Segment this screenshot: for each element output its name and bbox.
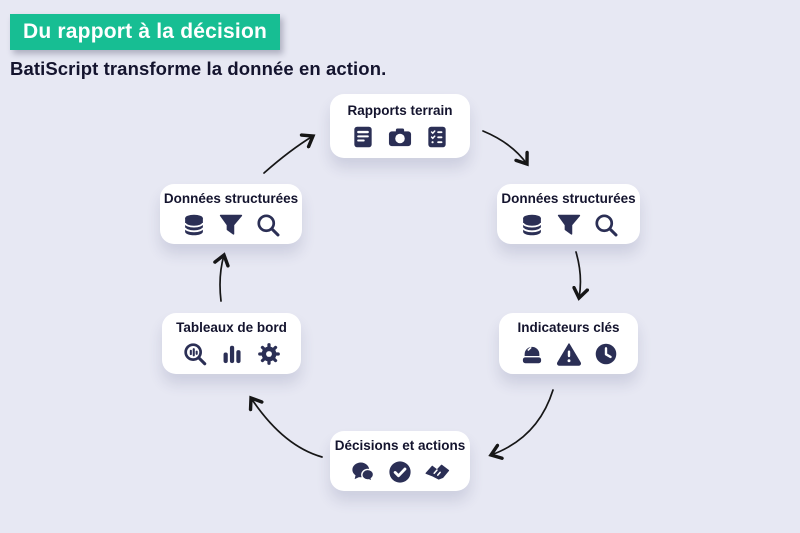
node-label: Indicateurs clés: [517, 320, 620, 335]
report-icon: [354, 126, 372, 147]
node-donnees-structurees-1: Données structurées: [497, 184, 640, 244]
icon-row: [519, 341, 619, 367]
arrow-right-to-bottom: [488, 389, 554, 460]
clock-icon: [595, 343, 616, 365]
icon-row: [182, 341, 282, 367]
handshake-icon: [425, 464, 450, 480]
node-label: Rapports terrain: [347, 102, 453, 118]
node-label: Données structurées: [501, 190, 636, 206]
arrow-top-to-topright: [482, 130, 529, 167]
camera-icon: [388, 127, 412, 146]
title-badge: Du rapport à la décision: [10, 14, 281, 50]
chart-search-icon: [183, 343, 206, 366]
arrow-topright-to-right: [572, 251, 590, 301]
alarm-icon: [522, 346, 541, 364]
check-circle-icon: [389, 460, 411, 483]
database-icon: [184, 214, 204, 235]
node-tableaux-de-bord: Tableaux de bord: [162, 313, 301, 374]
node-indicateurs-cles: Indicateurs clés: [499, 313, 638, 374]
arrow-bottom-to-left: [248, 395, 323, 458]
node-rapports-terrain: Rapports terrain: [330, 94, 470, 158]
gear-icon: [257, 343, 280, 365]
icon-row: [181, 212, 281, 238]
node-label: Décisions et actions: [334, 437, 466, 453]
filter-icon: [557, 214, 580, 235]
node-label: Données structurées: [163, 190, 299, 206]
node-donnees-structurees-2: Données structurées: [160, 184, 302, 244]
search-icon: [594, 213, 617, 236]
checklist-icon: [428, 126, 446, 147]
bar-chart-icon: [223, 345, 241, 364]
database-icon: [521, 214, 542, 235]
search-icon: [257, 213, 280, 236]
icon-row: [350, 459, 450, 485]
warning-icon: [556, 343, 581, 366]
icon-row: [350, 124, 450, 150]
chat-icon: [352, 461, 375, 483]
arrow-topleft-to-top: [263, 133, 316, 174]
node-label: Tableaux de bord: [176, 320, 287, 335]
node-decisions-et-actions: Décisions et actions: [330, 431, 470, 491]
icon-row: [519, 212, 619, 238]
arrow-left-to-topleft: [213, 252, 230, 302]
subtitle-text: BatiScript transforme la donnée en actio…: [10, 58, 387, 79]
filter-icon: [219, 214, 243, 235]
